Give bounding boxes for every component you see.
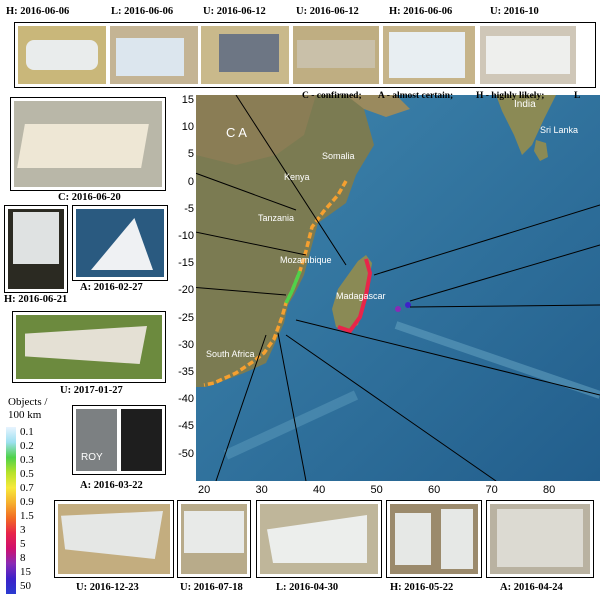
label-central-africa: C A	[226, 125, 247, 140]
caption-left-5: A: 2016-03-22	[80, 480, 143, 491]
key-highly-likely: H - highly likely;	[476, 91, 545, 101]
photo-left-1[interactable]	[10, 97, 166, 191]
y-tick-label: 0	[187, 175, 194, 188]
reunion-marker	[395, 306, 401, 312]
caption-top-5: H: 2016-06-06	[389, 6, 453, 17]
legend-tick: 0.7	[20, 482, 34, 494]
photo-left-3[interactable]	[72, 205, 168, 281]
southwest-ridge	[394, 321, 600, 399]
map-panel: Kenya Tanzania Somalia India Sri Lanka M…	[196, 95, 600, 481]
legend-tick: 0.5	[20, 468, 34, 480]
photo-left-2[interactable]	[4, 205, 68, 293]
coast-debris-green	[284, 270, 302, 304]
roy-text: ROY	[81, 452, 103, 463]
label-india: India	[514, 99, 536, 110]
label-somalia: Somalia	[322, 151, 355, 161]
photo-left-5[interactable]: ROY	[72, 405, 166, 475]
y-tick-label: -15	[178, 257, 194, 270]
caption-bottom-3: L: 2016-04-30	[276, 582, 339, 593]
label-tanzania: Tanzania	[258, 213, 295, 223]
legend-color-bar	[6, 427, 16, 594]
y-tick-label: -10	[178, 230, 194, 242]
caption-left-1: C: 2016-06-20	[58, 192, 121, 203]
caption-left-2: H: 2016-06-21	[4, 294, 68, 305]
label-south-africa: South Africa	[206, 349, 255, 359]
photo-top-3[interactable]	[201, 26, 289, 84]
sahel-region	[196, 95, 316, 165]
arabia-landmass	[346, 95, 410, 117]
photo-left-4[interactable]	[12, 311, 166, 383]
photo-bottom-2[interactable]	[177, 500, 251, 578]
y-tick-label: -45	[178, 420, 194, 433]
legend-tick: 1.5	[20, 510, 34, 522]
caption-bottom-2: U: 2016-07-18	[180, 582, 243, 593]
x-tick-label: 50	[370, 484, 383, 496]
y-tick-label: -50	[178, 447, 194, 460]
legend-tick: 3	[20, 524, 26, 536]
caption-top-2: L: 2016-06-06	[111, 6, 174, 17]
legend-tick: 15	[20, 566, 31, 578]
madagascar-landmass	[332, 255, 372, 331]
mauritius-marker	[405, 302, 411, 308]
caption-top-6: U: 2016-10	[490, 6, 539, 17]
photo-top-5[interactable]	[383, 26, 475, 84]
legend-tick: 5	[20, 538, 26, 550]
y-tick-label: 5	[187, 148, 194, 161]
caption-bottom-1: U: 2016-12-23	[76, 582, 139, 593]
photo-top-2[interactable]	[110, 26, 198, 84]
legend-tick: 0.3	[20, 454, 34, 466]
pointer-lines	[196, 95, 600, 481]
legend-title-line2: 100 km	[8, 409, 42, 421]
sri-lanka	[534, 140, 548, 161]
africa-landmass	[196, 95, 374, 387]
caption-top-3: U: 2016-06-12	[203, 6, 266, 17]
legend-tick: 0.1	[20, 426, 34, 438]
photo-bottom-4[interactable]	[386, 500, 482, 578]
y-tick-label: -40	[178, 393, 194, 406]
y-tick-label: -30	[178, 338, 194, 351]
coast-debris-madagascar	[337, 258, 373, 334]
label-kenya: Kenya	[284, 172, 310, 182]
key-almost-certain: A - almost certain;	[378, 91, 454, 101]
india-landmass	[496, 95, 556, 155]
x-tick-label: 30	[255, 484, 268, 496]
caption-top-1: H: 2016-06-06	[6, 6, 70, 17]
legend-title-line1: Objects /	[8, 396, 48, 408]
legend-tick: 0.9	[20, 496, 34, 508]
legend-tick: 8	[20, 552, 26, 564]
legend-tick: 50	[20, 580, 31, 592]
caption-bottom-5: A: 2016-04-24	[500, 582, 563, 593]
photo-top-6[interactable]	[480, 26, 576, 84]
y-tick-label: -25	[178, 311, 194, 324]
caption-left-3: A: 2016-02-27	[80, 282, 143, 293]
southern-ridge	[223, 390, 359, 460]
label-mozambique: Mozambique	[280, 255, 332, 265]
key-likely: L	[574, 91, 581, 101]
key-confirmed: C - confirmed;	[302, 91, 362, 101]
x-tick-label: 20	[198, 484, 211, 496]
x-tick-label: 70	[485, 484, 498, 496]
label-sri-lanka: Sri Lanka	[540, 125, 579, 135]
y-tick-label: 15	[181, 94, 194, 106]
caption-left-4: U: 2017-01-27	[60, 385, 123, 396]
y-tick-label: -20	[178, 284, 194, 297]
label-madagascar: Madagascar	[336, 291, 386, 301]
legend-title: Objects / 100 km	[8, 396, 47, 422]
photo-top-4[interactable]	[293, 26, 379, 84]
legend-tick: 0.2	[20, 440, 34, 452]
photo-bottom-1[interactable]	[54, 500, 174, 578]
ocean-map	[196, 95, 600, 481]
photo-bottom-5[interactable]	[486, 500, 594, 578]
caption-top-4: U: 2016-06-12	[296, 6, 359, 17]
y-tick-label: 10	[181, 121, 194, 134]
x-tick-label: 40	[313, 484, 326, 496]
y-tick-label: -35	[178, 366, 194, 378]
photo-top-1[interactable]	[18, 26, 106, 84]
x-tick-label: 80	[543, 484, 556, 496]
caption-bottom-4: H: 2016-05-22	[390, 582, 454, 593]
photo-bottom-3[interactable]	[256, 500, 382, 578]
y-tick-label: -5	[184, 202, 194, 215]
x-tick-label: 60	[428, 484, 441, 496]
